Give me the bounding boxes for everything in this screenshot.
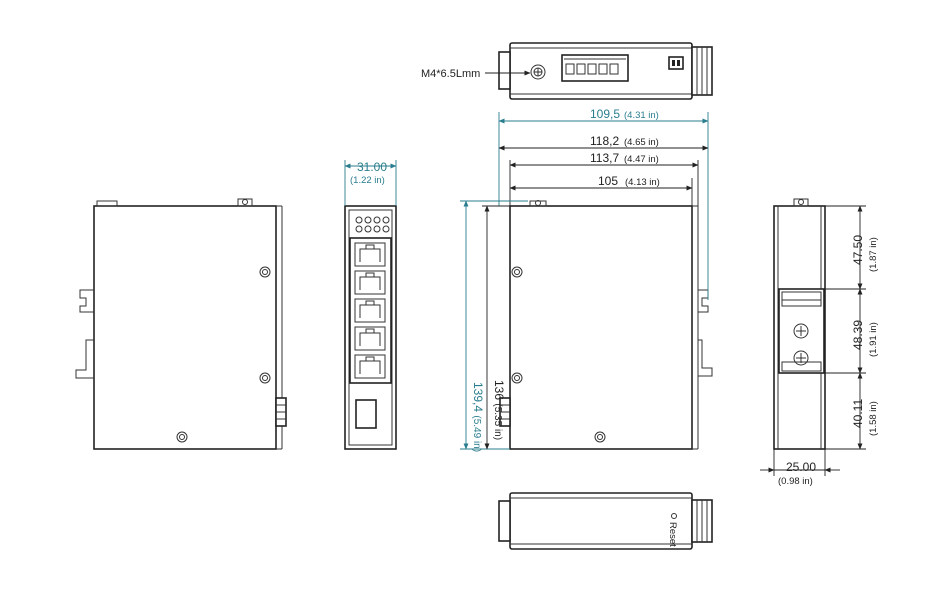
dim-109-value: 109,5: [590, 107, 620, 121]
bottom-width-value: 25.00: [786, 460, 816, 474]
dim-118-value: 118,2: [590, 134, 619, 148]
bottom-width-inch: (0.98 in): [778, 476, 813, 487]
rj45-port-icon: [354, 326, 386, 351]
screw-icon: [176, 431, 188, 443]
bracket-screw-icon: [793, 350, 809, 366]
dim-47-inch: (1.87 in): [868, 237, 879, 272]
dim-139-inch: (5.49 in): [471, 415, 482, 452]
dim-139-value: 139,4: [471, 382, 485, 412]
screw-icon: [511, 266, 523, 278]
ground-screw-icon: [530, 64, 546, 80]
dim-136-inch: (5.35 in): [492, 403, 503, 440]
screw-icon: [511, 372, 523, 384]
dim-139-text: 139,4 (5.49 in): [471, 382, 485, 452]
top-view: M4*6.5Lmm: [421, 42, 713, 100]
dim-48-text: 48.39: [851, 320, 865, 350]
dim-136-value: 136: [492, 380, 506, 400]
dim-47-value: 47.50: [851, 235, 865, 265]
rj45-ports: [349, 237, 392, 384]
dim-105-value: 105: [598, 174, 618, 188]
dip-switch: [668, 56, 684, 70]
front-width-value: 31.00: [357, 160, 387, 174]
dim-113-inch: (4.47 in): [624, 154, 659, 165]
dim-48-inch: (1.91 in): [868, 322, 879, 357]
dim-109-inch: (4.31 in): [624, 110, 659, 121]
dim-47-text: 47.50: [851, 235, 865, 265]
dim-40-text: 40.11: [851, 399, 865, 428]
rj45-port-icon: [354, 354, 386, 379]
rj45-port-icon: [354, 298, 386, 323]
rear-view: 47.50 (1.87 in) 48.39 (1.91 in) 40.11 (1…: [760, 198, 879, 487]
bottom-view: Reset: [498, 492, 713, 550]
front-view: 31.00 (1.22 in): [344, 160, 397, 450]
reset-button: [671, 513, 677, 519]
dim-113-value: 113,7: [590, 151, 619, 165]
screw-icon: [259, 266, 271, 278]
terminal-block: [561, 54, 629, 82]
screw-icon: [259, 372, 271, 384]
left-side-view: [75, 198, 287, 450]
dim-118-inch: (4.65 in): [624, 137, 659, 148]
screw-label: M4*6.5Lmm: [421, 68, 480, 80]
led-indicators: [355, 216, 390, 233]
rj45-port-icon: [354, 270, 386, 295]
bracket-screw-icon: [793, 323, 809, 339]
front-width-inch: (1.22 in): [350, 175, 385, 186]
dim-136-text: 136 (5.35 in): [492, 380, 506, 440]
sfp-slot: [355, 399, 377, 429]
dim-40-value: 40.11: [851, 399, 865, 428]
rj45-port-icon: [354, 242, 386, 267]
screw-icon: [594, 431, 606, 443]
dim-105-inch: (4.13 in): [625, 177, 660, 188]
center-side-view: 109,5 (4.31 in) 118,2 (4.65 in) 113,7 (4…: [460, 107, 713, 452]
dim-40-inch: (1.58 in): [868, 401, 879, 436]
dim-48-value: 48.39: [851, 320, 865, 350]
reset-label: Reset: [667, 522, 678, 547]
